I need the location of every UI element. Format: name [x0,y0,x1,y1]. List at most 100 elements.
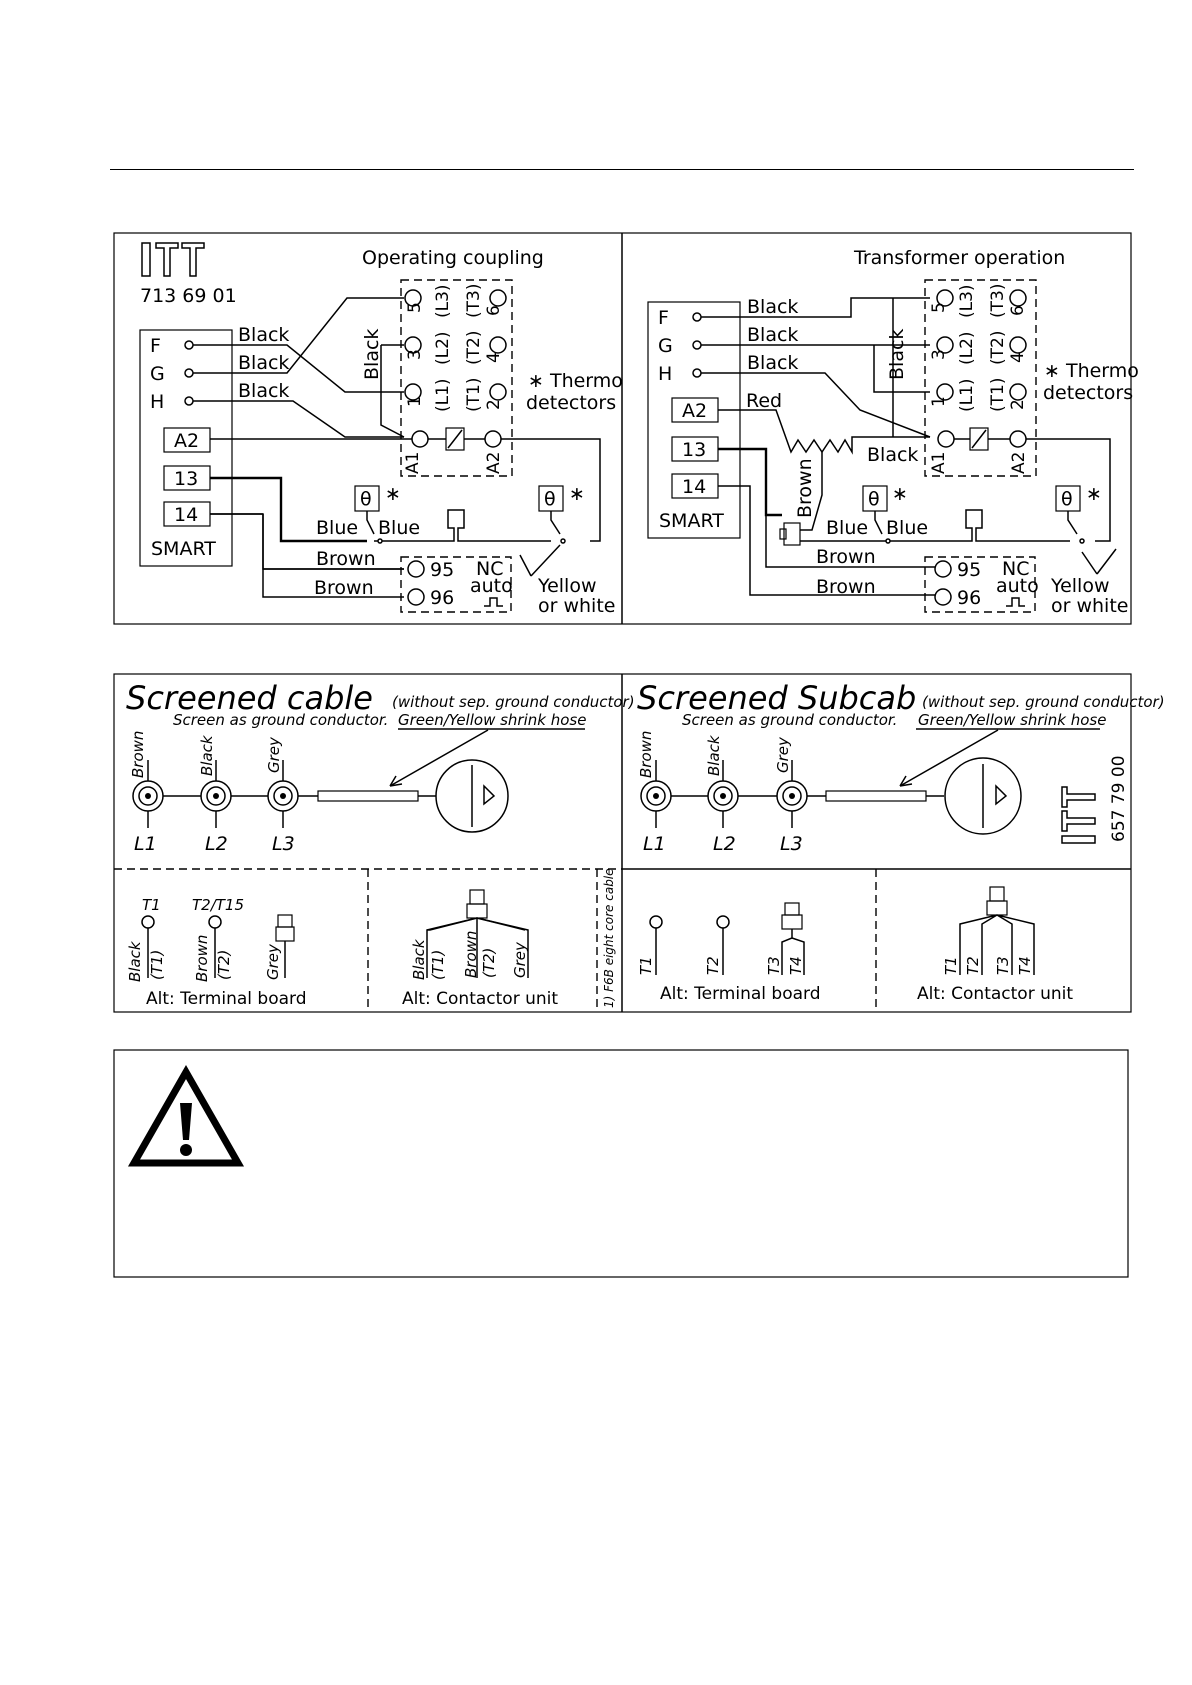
theta-icon-4: θ [1061,488,1073,510]
smart-label: SMART [151,538,216,560]
blue-label-2: Blue [378,517,420,539]
contact-6-2: 6 [1008,305,1028,316]
tb-t4-2: T4 [787,956,805,975]
coil-a2: A2 [484,452,504,474]
cu-t4-2: T4 [1016,956,1034,975]
contact-l2: (L2) [433,331,453,365]
nc-label: NC [476,558,503,580]
brown-label-4: Brown [816,576,876,598]
operating-coupling-diagram: 713 69 01 Operating coupling F G H A2 13… [139,242,623,617]
star-1: ∗ [385,483,401,505]
thermo-label: ∗ Thermo [528,370,623,392]
wire-label-h-2: Black [747,352,798,374]
side-note: 1) F6B eight core cable [602,868,616,1008]
cu-t3-2: T3 [994,956,1012,975]
contact-5: 5 [405,302,425,313]
detectors-label-2: detectors [1043,382,1133,404]
star-3: ∗ [892,483,908,505]
terminal-f: F [150,335,161,357]
tb-t1: T1 [142,896,161,914]
screened-subcab-title: Screened Subcab [637,679,916,717]
smart-13: 13 [174,468,198,490]
terminal-g-2: G [658,335,673,357]
tb-t2-2: T2 [704,956,722,975]
contact-t2: (T2) [464,331,484,365]
phase-l2-2: L2 [713,833,736,855]
contact-2: 2 [484,399,504,410]
red-label: Red [746,390,782,412]
diagram-title-2: Transformer operation [853,247,1065,269]
phase-l3: L3 [272,833,295,855]
part-number-2: 657 79 00 [1109,755,1129,842]
auto-label-2: auto [996,575,1039,597]
nc-96: 96 [430,587,454,609]
nc-96-2: 96 [957,587,981,609]
screen-ground-text: Screen as ground conductor. [173,711,388,729]
contact-4: 4 [484,352,504,363]
contact-t2-2: (T2) [988,331,1008,365]
contact-t1-2: (T1) [988,378,1008,412]
cu-grey: Grey [511,941,529,978]
phase-l1-2: L1 [643,833,666,855]
diagram-title: Operating coupling [362,247,544,269]
header-rule [110,169,1134,170]
terminal-h-2: H [658,363,672,385]
tb-grey: Grey [264,943,282,980]
screened-subcab-section: Screened Subcab (without sep. ground con… [637,679,1165,1004]
itt-logo [141,242,205,277]
smart-label-2: SMART [659,510,724,532]
wire-label-h: Black [238,380,289,402]
cu-black: Black [410,938,428,980]
contact-l1-2: (L1) [957,378,977,412]
terminal-h: H [150,391,164,413]
wire-label-f-2: Black [747,296,798,318]
yellow-label: Yellow [537,575,597,597]
smart-box [139,329,233,567]
warning-box [113,1049,1129,1278]
phase-l1: L1 [134,833,157,855]
contact-4-2: 4 [1008,352,1028,363]
nc-95: 95 [430,559,454,581]
or-white-label-2: or white [1051,595,1128,617]
blue-label-4: Blue [886,517,928,539]
shrink-hose-text-2: Green/Yellow shrink hose [918,711,1106,729]
screened-subcab-note: (without sep. ground conductor) [922,693,1165,711]
color-black-2: Black [705,734,723,776]
color-black: Black [198,734,216,776]
smart-a2-2: A2 [682,400,707,422]
contact-5-2: 5 [929,302,949,313]
contact-t3: (T3) [464,284,484,318]
color-brown: Brown [129,731,147,778]
nc-label-2: NC [1002,558,1029,580]
coil-a1: A1 [403,452,423,474]
screened-cable-section: Screened cable (without sep. ground cond… [126,679,635,1009]
nc-95-2: 95 [957,559,981,581]
part-number: 713 69 01 [140,285,237,307]
theta-icon-2: θ [544,488,556,510]
color-grey: Grey [265,736,283,773]
transformer-operation-diagram: Transformer operation F G H A2 13 14 SMA… [647,247,1139,617]
blue-label-3: Blue [826,517,868,539]
contact-1-2: 1 [929,396,949,407]
cu-t1-paren: (T1) [429,950,447,980]
brown-label-1: Brown [316,548,376,570]
tb-t1-paren: (T1) [148,950,166,980]
smart-a2: A2 [174,430,199,452]
contact-l2-2: (L2) [957,331,977,365]
tb-t2-t15: T2/T15 [192,896,244,914]
black-coil-label: Black [867,444,918,466]
terminal-board-label: Alt: Terminal board [146,989,307,1009]
smart-box-2 [647,301,741,539]
tb-t3-2: T3 [765,956,783,975]
smart-14-2: 14 [682,476,706,498]
detectors-label: detectors [526,392,616,414]
terminal-g: G [150,363,165,385]
auto-label: auto [470,575,513,597]
wire-label-g-2: Black [747,324,798,346]
contact-t3-2: (T3) [988,284,1008,318]
color-grey-2: Grey [774,736,792,773]
tb-brown: Brown [193,935,211,982]
tb-black: Black [126,940,144,982]
contact-t1: (T1) [464,378,484,412]
